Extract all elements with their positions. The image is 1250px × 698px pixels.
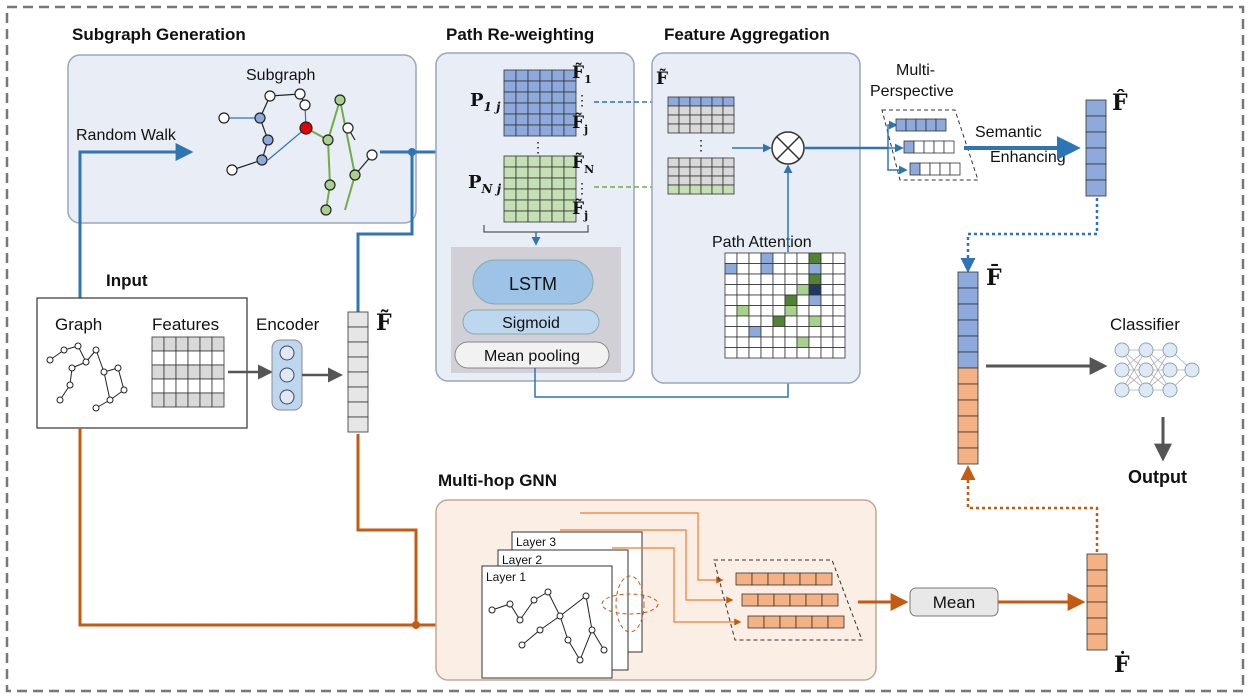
- layer3-label: Layer 3: [516, 535, 556, 549]
- agg-matrix-bottom: [667, 157, 735, 195]
- f-tilde-vector: [347, 311, 369, 433]
- f-hat-vector: [1085, 99, 1107, 197]
- input-title: Input: [106, 271, 148, 290]
- mean-pooling-box: [454, 341, 610, 369]
- sigmoid-label: Sigmoid: [502, 315, 560, 332]
- pnj-matrix: [503, 155, 577, 223]
- f-dots-2: ⋮: [575, 180, 589, 196]
- encoder-label: Encoder: [256, 315, 320, 334]
- f-dot-vector: [1086, 553, 1108, 651]
- multi-label: Multi-: [896, 62, 935, 79]
- perspective-vectors: [895, 118, 961, 176]
- f-bar-vector: [957, 271, 979, 465]
- gnn-output-box: [713, 559, 863, 641]
- f-hat-symbol: F̂: [1112, 90, 1128, 116]
- fj2-symbol: F̃j: [572, 199, 588, 222]
- features-label: Features: [152, 315, 219, 334]
- classifier-network-icon: [1114, 342, 1200, 398]
- outer-frame: [5, 5, 1245, 693]
- p1j-label: P1 j: [470, 90, 501, 114]
- graph-to-gnn-arrow: [78, 428, 470, 634]
- multihop-gnn-title: Multi-hop GNN: [438, 471, 557, 490]
- gnn-layer-vectors: [735, 572, 845, 629]
- subgraph-label: Subgraph: [246, 67, 315, 84]
- p1j-matrix: [503, 69, 577, 137]
- graph-label: Graph: [55, 315, 102, 334]
- layer2-label: Layer 2: [502, 553, 542, 567]
- path-attention-label: Path Attention: [712, 234, 812, 251]
- lstm-label: LSTM: [509, 274, 557, 294]
- matrix-dots: ⋮: [531, 139, 545, 155]
- encoder-to-path-line: [356, 152, 414, 312]
- f-tilde-agg: F̃: [656, 69, 668, 89]
- agg-dots: ⋮: [694, 137, 708, 153]
- sigmoid-box: [462, 309, 600, 335]
- subgraph-graph: [218, 88, 378, 216]
- f1-symbol: F̃1: [572, 63, 592, 86]
- f-tilde-symbol: F̃: [376, 310, 392, 336]
- path-attention-matrix: [724, 252, 846, 359]
- f-dot-to-concat: [960, 465, 1099, 552]
- mean-pooling-label: Mean pooling: [484, 348, 580, 365]
- f-to-gnn-line: [356, 434, 418, 625]
- output-label: Output: [1128, 467, 1187, 487]
- path-reweighting-title: Path Re-weighting: [446, 25, 594, 44]
- f-hat-to-concat: [960, 198, 1099, 273]
- classifier-label: Classifier: [1110, 315, 1180, 334]
- lstm-box: [472, 259, 594, 305]
- f-dots-1: ⋮: [575, 92, 589, 108]
- agg-matrix-top: [667, 96, 735, 134]
- mean-label: Mean: [933, 593, 976, 612]
- layer1-graph: [488, 588, 608, 664]
- random-walk-arrow: [78, 143, 194, 300]
- subgraph-generation-title: Subgraph Generation: [72, 25, 246, 44]
- pnj-label: PN j: [468, 172, 502, 196]
- random-walk-label: Random Walk: [76, 127, 177, 144]
- f-dot-symbol: Ḟ: [1114, 650, 1130, 678]
- input-graph-icon: [46, 342, 128, 412]
- perspective-box: [881, 109, 979, 181]
- f-bar-symbol: F̄: [986, 263, 1002, 291]
- perspective-label: Perspective: [870, 83, 954, 100]
- layer1-label: Layer 1: [486, 570, 526, 584]
- fn-symbol: F̃N: [572, 153, 594, 176]
- features-matrix: [151, 336, 225, 408]
- enhancing-label: Enhancing: [990, 149, 1066, 166]
- semantic-label: Semantic: [975, 124, 1042, 141]
- fj-symbol: F̃j: [572, 113, 588, 136]
- feature-aggregation-title: Feature Aggregation: [664, 25, 830, 44]
